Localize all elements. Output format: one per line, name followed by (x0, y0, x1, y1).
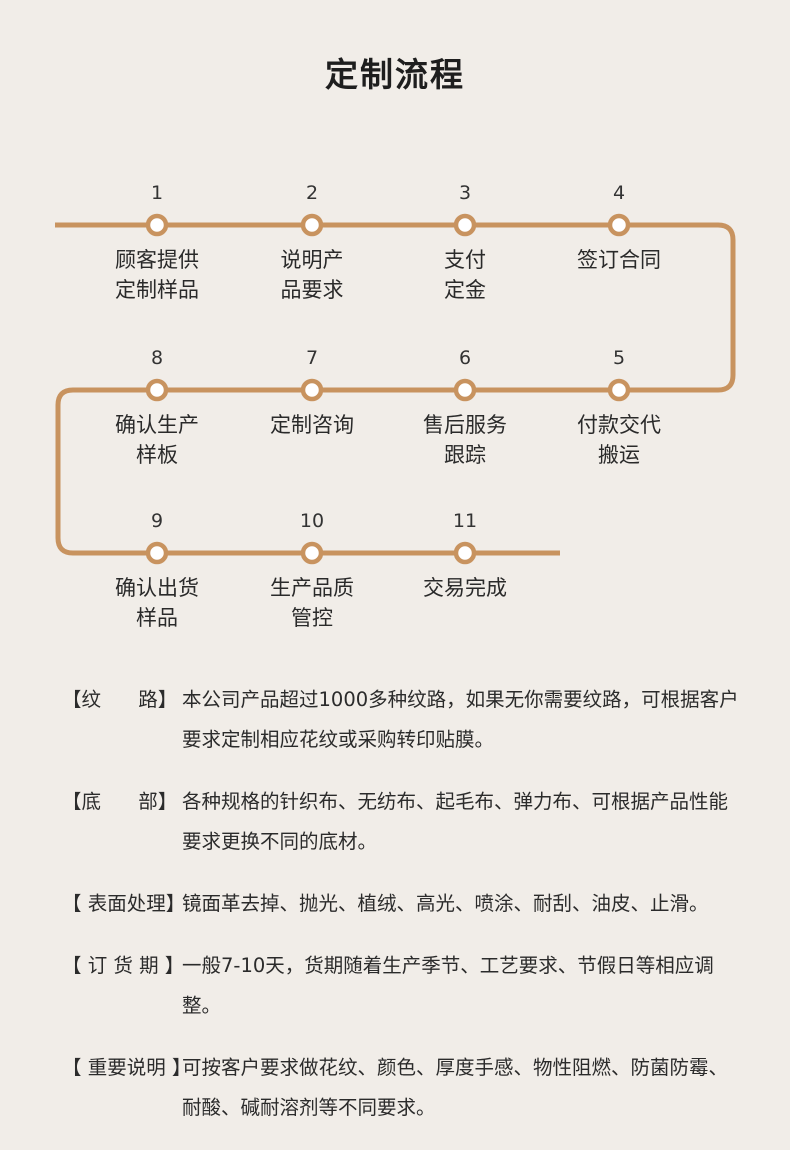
step-label-line2: 样品 (136, 606, 178, 630)
notes-section: 【纹 路】 本公司产品超过1000多种纹路，如果无你需要纹路，可根据客户要求定制… (62, 680, 742, 1150)
note-key: 【 重要说明 】 (62, 1056, 192, 1079)
step-number: 10 (299, 510, 325, 532)
step-node (300, 378, 324, 402)
step-label-line1: 支付 (444, 248, 486, 272)
step-node (607, 378, 631, 402)
step-label-line1: 确认生产 (115, 413, 199, 437)
step-label-line2: 定金 (444, 278, 486, 302)
step-label-line2: 管控 (291, 606, 333, 630)
step-node (453, 378, 477, 402)
step-number: 9 (150, 510, 164, 532)
step-label-line1: 顾客提供 (115, 248, 199, 272)
step-number: 3 (458, 182, 472, 204)
note-text: 可按客户要求做花纹、颜色、厚度手感、物性阻燃、防菌防霉、耐酸、碱耐溶剂等不同要求… (182, 1056, 729, 1119)
step-node (300, 541, 324, 565)
note-key: 【 订 货 期 】 (62, 954, 185, 977)
step-node (145, 378, 169, 402)
step-node (453, 213, 477, 237)
note-text: 镜面革去掉、抛光、植绒、高光、喷涂、耐刮、油皮、止滑。 (182, 892, 709, 915)
note-pattern: 【纹 路】 本公司产品超过1000多种纹路，如果无你需要纹路，可根据客户要求定制… (62, 680, 742, 760)
note-text: 一般7-10天，货期随着生产季节、工艺要求、节假日等相应调整。 (182, 954, 714, 1017)
note-surface: 【 表面处理】 镜面革去掉、抛光、植绒、高光、喷涂、耐刮、油皮、止滑。 (62, 884, 742, 924)
page-title: 定制流程 (325, 55, 465, 94)
step-label-line1: 售后服务 (423, 413, 507, 437)
step-label-line2: 定制样品 (115, 278, 199, 302)
step-number: 7 (305, 347, 319, 369)
step-node (145, 541, 169, 565)
process-flow-diagram (55, 213, 736, 565)
note-key: 【底 部】 (62, 790, 178, 813)
step-number: 11 (452, 510, 478, 532)
step-label-line1: 定制咨询 (270, 413, 354, 437)
step-label-line1: 确认出货 (115, 576, 199, 600)
note-text: 本公司产品超过1000多种纹路，如果无你需要纹路，可根据客户要求定制相应花纹或采… (182, 688, 739, 751)
step-node (453, 541, 477, 565)
note-text: 各种规格的针织布、无纺布、起毛布、弹力布、可根据产品性能要求更换不同的底材。 (182, 790, 729, 853)
step-label-line2: 搬运 (598, 443, 640, 467)
step-number: 8 (150, 347, 164, 369)
step-label-line1: 付款交代 (577, 413, 661, 437)
step-number: 5 (612, 347, 626, 369)
step-number: 1 (150, 182, 164, 204)
step-label-line2: 品要求 (280, 278, 344, 302)
flow-path-line (55, 222, 736, 556)
step-label-line1: 签订合同 (577, 248, 661, 272)
note-key: 【 表面处理】 (62, 892, 186, 915)
step-label-line2: 跟踪 (444, 443, 486, 467)
note-base: 【底 部】 各种规格的针织布、无纺布、起毛布、弹力布、可根据产品性能要求更换不同… (62, 782, 742, 862)
step-node (145, 213, 169, 237)
step-label-line1: 生产品质 (270, 576, 354, 600)
step-node (607, 213, 631, 237)
step-number: 6 (458, 347, 472, 369)
note-key: 【纹 路】 (62, 688, 178, 711)
step-label-line2: 样板 (136, 443, 178, 467)
note-lead-time: 【 订 货 期 】 一般7-10天，货期随着生产季节、工艺要求、节假日等相应调整… (62, 946, 742, 1026)
step-label-line1: 交易完成 (423, 576, 507, 600)
step-label-line1: 说明产 (280, 248, 344, 272)
step-number: 2 (305, 182, 319, 204)
step-number: 4 (612, 182, 626, 204)
note-important: 【 重要说明 】 可按客户要求做花纹、颜色、厚度手感、物性阻燃、防菌防霉、耐酸、… (62, 1048, 742, 1128)
step-node (300, 213, 324, 237)
